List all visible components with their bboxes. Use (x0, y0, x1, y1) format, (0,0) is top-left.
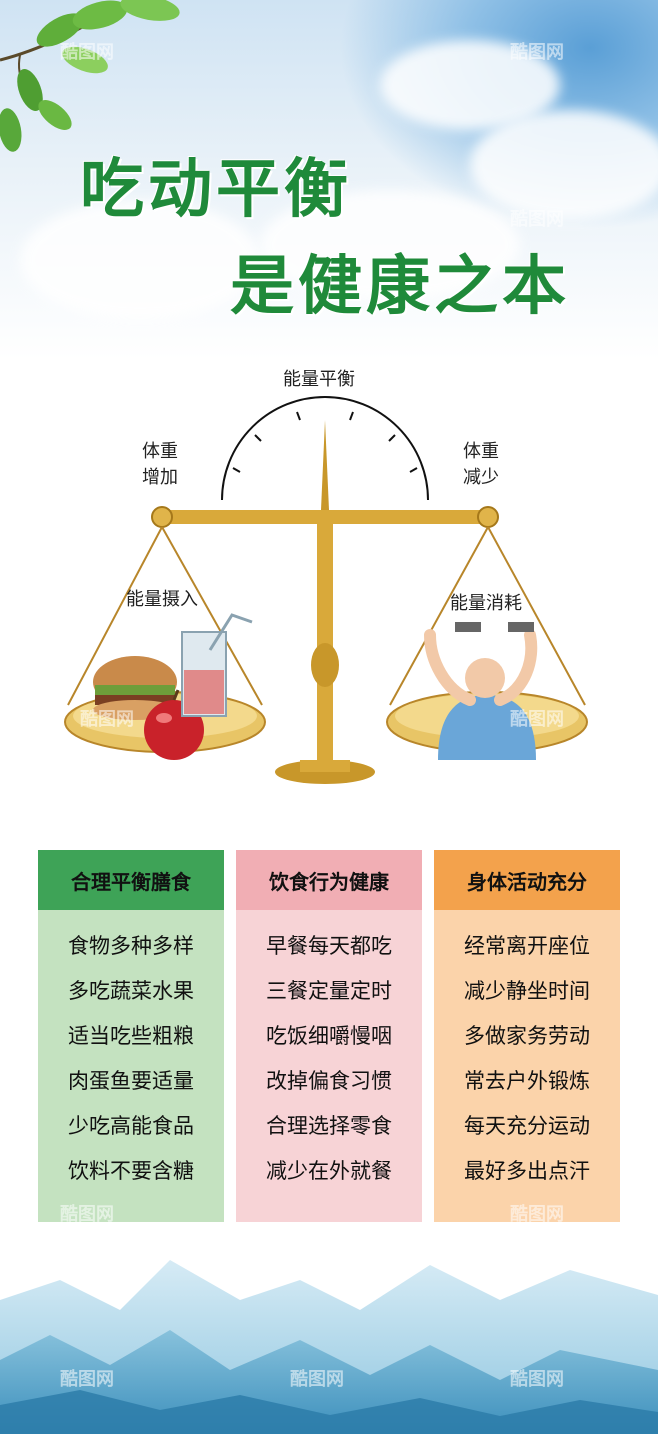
card-balanced-diet: 合理平衡膳食 食物多种多样 多吃蔬菜水果 适当吃些粗粮 肉蛋鱼要适量 少吃高能食… (38, 850, 224, 1222)
energy-intake-label: 能量摄入 (126, 589, 198, 610)
title-line-2: 是健康之本 (230, 249, 570, 324)
weight-loss-label-line1: 体重 (463, 441, 499, 462)
card-heading: 合理平衡膳食 (38, 850, 224, 910)
list-item: 改掉偏食习惯 (266, 1069, 392, 1093)
list-item: 最好多出点汗 (464, 1159, 590, 1183)
card-list: 早餐每天都吃 三餐定量定时 吃饭细嚼慢咽 改掉偏食习惯 合理选择零食 减少在外就… (236, 910, 422, 1194)
card-list: 食物多种多样 多吃蔬菜水果 适当吃些粗粮 肉蛋鱼要适量 少吃高能食品 饮料不要含… (38, 910, 224, 1194)
card-heading: 饮食行为健康 (236, 850, 422, 910)
cloud (260, 190, 520, 300)
list-item: 三餐定量定时 (266, 979, 392, 1003)
list-item: 减少在外就餐 (266, 1159, 392, 1183)
watermark: 酷图网 (510, 709, 564, 730)
card-heading: 身体活动充分 (434, 850, 620, 910)
weight-gain-label-line2: 增加 (142, 467, 178, 488)
watermark: 酷图网 (80, 709, 134, 730)
watermark: 酷图网 (510, 1204, 564, 1225)
list-item: 早餐每天都吃 (266, 934, 392, 958)
list-item: 饮料不要含糖 (68, 1159, 194, 1183)
list-item: 经常离开座位 (464, 934, 590, 958)
watermark: 酷图网 (60, 42, 114, 63)
list-item: 肉蛋鱼要适量 (68, 1069, 194, 1093)
list-item: 每天充分运动 (464, 1114, 590, 1138)
list-item: 多吃蔬菜水果 (68, 979, 194, 1003)
watermark: 酷图网 (510, 209, 564, 230)
watermark: 酷图网 (290, 1369, 344, 1390)
card-healthy-eating-behavior: 饮食行为健康 早餐每天都吃 三餐定量定时 吃饭细嚼慢咽 改掉偏食习惯 合理选择零… (236, 850, 422, 1222)
watermark: 酷图网 (60, 1204, 114, 1225)
energy-expenditure-label: 能量消耗 (450, 593, 522, 614)
card-physical-activity: 身体活动充分 经常离开座位 减少静坐时间 多做家务劳动 常去户外锻炼 每天充分运… (434, 850, 620, 1222)
list-item: 合理选择零食 (266, 1114, 392, 1138)
balance-scale-icon (64, 396, 588, 784)
watermark: 酷图网 (60, 1369, 114, 1390)
list-item: 少吃高能食品 (68, 1114, 194, 1138)
weight-gain-label-line1: 体重 (142, 441, 178, 462)
title-line-1: 吃动平衡 (80, 152, 352, 227)
sky-background (0, 0, 658, 360)
cloud (20, 200, 260, 320)
list-item: 多做家务劳动 (464, 1024, 590, 1048)
weight-loss-label-line2: 减少 (463, 467, 499, 488)
list-item: 适当吃些粗粮 (68, 1024, 194, 1048)
list-item: 减少静坐时间 (464, 979, 590, 1003)
list-item: 常去户外锻炼 (464, 1069, 590, 1093)
cloud (470, 110, 658, 220)
list-item: 吃饭细嚼慢咽 (266, 1024, 392, 1048)
watermark: 酷图网 (510, 42, 564, 63)
mountains-decoration-icon (0, 1260, 658, 1434)
card-list: 经常离开座位 减少静坐时间 多做家务劳动 常去户外锻炼 每天充分运动 最好多出点… (434, 910, 620, 1194)
list-item: 食物多种多样 (68, 934, 194, 958)
leaves-decoration-icon (0, 0, 180, 152)
watermark: 酷图网 (510, 1369, 564, 1390)
energy-balance-label: 能量平衡 (283, 369, 355, 390)
balance-scale-illustration: 能量平衡 体重 增加 体重 减少 能量摄入 能量消耗 (0, 360, 658, 800)
